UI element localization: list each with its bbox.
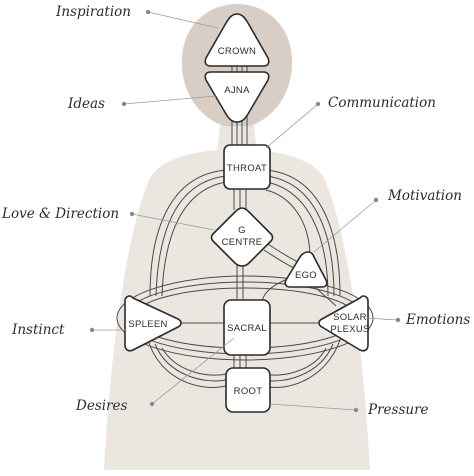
root-label: ROOT bbox=[234, 386, 263, 397]
g-centre-label-line2: CENTRE bbox=[222, 237, 263, 248]
solar-plexus-label-line1: SOLAR bbox=[333, 312, 367, 323]
centre-ajna[interactable]: AJNA bbox=[204, 71, 270, 123]
centre-spleen[interactable]: SPLEEN bbox=[124, 295, 182, 352]
annotation-communication: Communication bbox=[328, 95, 436, 111]
crown-label: CROWN bbox=[218, 46, 256, 57]
sacral-label: SACRAL bbox=[227, 323, 267, 334]
centre-sacral[interactable]: SACRAL bbox=[223, 299, 271, 356]
ego-label: EGO bbox=[295, 270, 317, 281]
annotation-motivation: Motivation bbox=[387, 188, 462, 204]
centre-ego[interactable]: EGO bbox=[284, 251, 328, 288]
annotation-instinct: Instinct bbox=[11, 322, 65, 338]
centre-g[interactable]: G CENTRE bbox=[210, 207, 274, 267]
g-centre-label-line1: G bbox=[238, 225, 246, 236]
annotation-leaders bbox=[89, 9, 401, 413]
spleen-label: SPLEEN bbox=[128, 319, 167, 330]
centre-root[interactable]: ROOT bbox=[225, 367, 271, 413]
ajna-label: AJNA bbox=[224, 85, 250, 96]
throat-label: THROAT bbox=[227, 163, 267, 174]
annotation-desires: Desires bbox=[75, 398, 128, 414]
annotation-ideas: Ideas bbox=[67, 96, 105, 112]
centre-solar-plexus[interactable]: SOLAR PLEXUS bbox=[318, 295, 370, 352]
centre-crown[interactable]: CROWN bbox=[204, 13, 270, 67]
annotation-inspiration: Inspiration bbox=[55, 4, 131, 20]
annotation-love-direction: Love & Direction bbox=[1, 206, 119, 222]
centre-throat[interactable]: THROAT bbox=[223, 144, 271, 190]
solar-plexus-label-line2: PLEXUS bbox=[330, 324, 369, 335]
annotation-pressure: Pressure bbox=[367, 402, 429, 418]
annotation-emotions: Emotions bbox=[405, 312, 470, 328]
